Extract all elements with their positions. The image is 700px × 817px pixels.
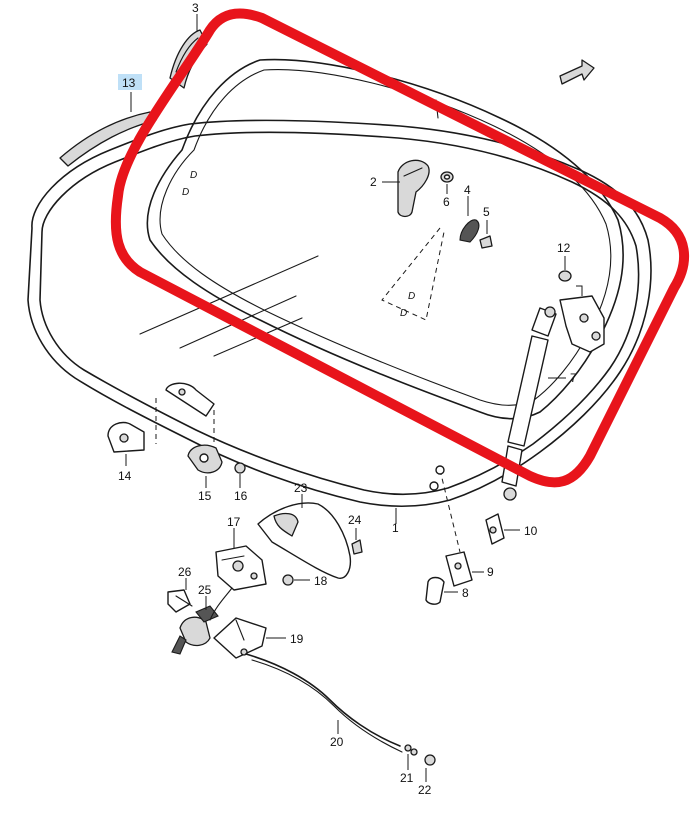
dashed-guide-wiper — [381, 227, 445, 321]
callout-2: 2 — [370, 175, 377, 189]
callout-26: 26 — [178, 565, 192, 579]
callout-25: 25 — [198, 583, 212, 597]
callout-20: 20 — [330, 735, 344, 749]
part-9-stay — [445, 551, 473, 587]
callout-14: 14 — [118, 469, 132, 483]
callout-4: 4 — [464, 183, 471, 197]
callout-22: 22 — [418, 783, 432, 797]
part-10-strut-bracket — [485, 513, 505, 545]
bracket-holes — [429, 465, 445, 491]
part-14-stopper — [107, 421, 145, 453]
part-6-grommet — [440, 171, 454, 183]
part-5-clip — [479, 235, 493, 249]
part-7-gas-strut — [501, 306, 557, 501]
hole-mark: D — [408, 291, 415, 302]
callout-12: 12 — [557, 241, 571, 255]
hole-mark: D — [190, 170, 197, 181]
part-18-bolt — [282, 574, 294, 586]
part-2-hinge-cover — [397, 159, 430, 218]
callout-18: 18 — [314, 574, 328, 588]
callout-7: 7 — [570, 371, 577, 385]
callout-24: 24 — [348, 513, 362, 527]
part-22-screw — [424, 754, 436, 766]
part-12-nut — [558, 270, 572, 282]
hole-mark: D — [400, 308, 407, 319]
callout-13: 13 — [122, 76, 136, 90]
latch-mount-plate — [165, 382, 215, 417]
part-20-cable — [245, 653, 403, 753]
front-direction-arrow-icon — [559, 59, 595, 85]
part-26-rod — [167, 589, 193, 613]
callout-9: 9 — [487, 565, 494, 579]
part-1-back-door-panel — [27, 119, 652, 508]
part-25-key-cylinder — [171, 587, 233, 655]
part-23-garnish — [257, 502, 352, 579]
callout-17: 17 — [227, 515, 241, 529]
callout-16: 16 — [234, 489, 248, 503]
hole-marks: D D D D — [182, 170, 415, 319]
callout-5: 5 — [483, 205, 490, 219]
hole-mark: D — [182, 187, 189, 198]
hinge-bracket — [559, 295, 605, 353]
callout-labels: 3 13 2 6 4 5 12 7 1 10 9 8 14 15 16 23 2… — [118, 1, 577, 797]
callout-23: 23 — [294, 481, 308, 495]
callout-21: 21 — [400, 771, 414, 785]
part-16-screw — [234, 462, 246, 474]
back-window-glass — [146, 58, 624, 420]
dashed-guide-stay — [439, 469, 461, 553]
callout-13-highlight — [118, 74, 142, 90]
part-4-emblem — [459, 219, 480, 243]
callout-6: 6 — [443, 195, 450, 209]
part-24-clip — [351, 539, 363, 555]
part-17-latch — [215, 545, 267, 591]
callout-10: 10 — [524, 524, 538, 538]
callout-19: 19 — [290, 632, 304, 646]
highlight-box — [110, 8, 690, 488]
defogger-lines — [139, 255, 319, 357]
part-21-clip — [404, 744, 418, 756]
part-15-lock-cylinder — [187, 444, 223, 474]
part-19-handle-switch — [213, 617, 267, 659]
callout-3: 3 — [192, 1, 199, 15]
callout-8: 8 — [462, 586, 469, 600]
callout-1: 1 — [392, 521, 399, 535]
callout-15: 15 — [198, 489, 212, 503]
part-8-bumper — [425, 576, 445, 605]
